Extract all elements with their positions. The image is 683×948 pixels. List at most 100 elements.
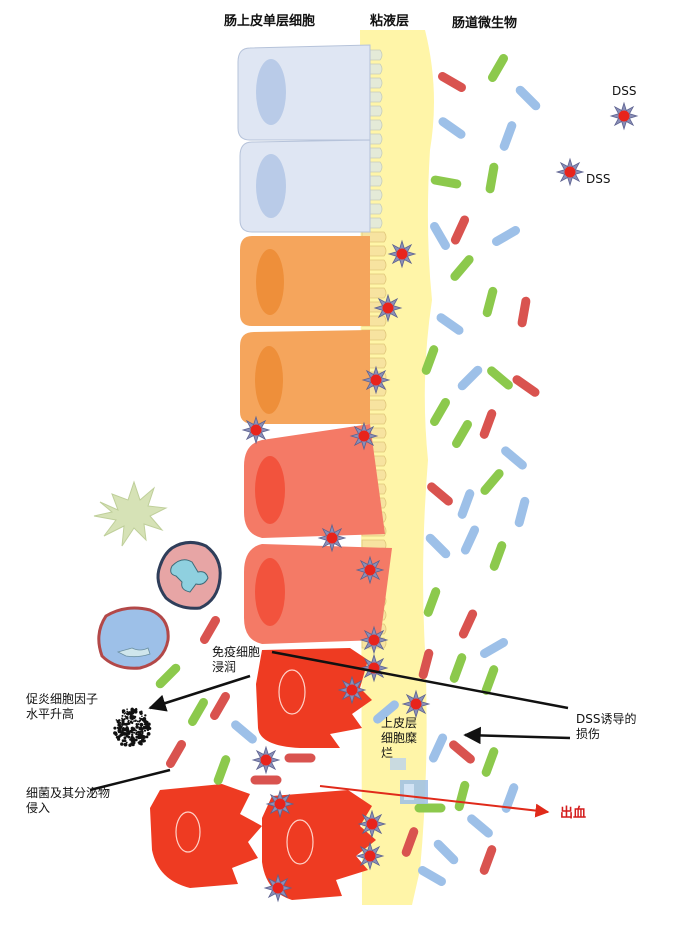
cytokine-dot — [127, 719, 130, 722]
cytokine-dot — [125, 728, 130, 732]
cytokine-dot — [141, 715, 143, 717]
cytokine-dot — [144, 714, 147, 717]
immune-pointer-line — [271, 650, 569, 710]
cytokine-dot — [138, 726, 143, 730]
cytokine-dot — [143, 719, 147, 724]
cytokine-dot — [126, 727, 129, 730]
dss-molecule — [355, 841, 385, 871]
erosion-patch — [390, 758, 428, 804]
bacterium — [433, 839, 459, 865]
bacterium — [487, 366, 513, 390]
cytokine-dot — [121, 739, 125, 743]
cytokine-dot — [117, 737, 121, 741]
bacterium — [501, 783, 519, 813]
cytokine-dot — [126, 710, 129, 713]
bacterium — [449, 740, 475, 764]
bacterium — [499, 121, 517, 151]
cytokine-dot — [126, 712, 130, 716]
bacterium — [449, 653, 467, 683]
cytokine-dot — [114, 732, 118, 737]
cytokine-dot — [123, 732, 126, 736]
cytokine-dot — [139, 722, 144, 727]
cytokine-dot — [129, 730, 132, 732]
cytokine-dot — [130, 737, 134, 741]
cytokine-dot — [121, 717, 123, 720]
bacterium — [430, 222, 450, 250]
dendritic-cell — [93, 480, 168, 547]
bacterium — [458, 609, 478, 639]
damaged-cell-3 — [262, 790, 376, 900]
dss-damage-label: DSS诱导的 损伤 — [576, 712, 637, 741]
cytokine-dot — [114, 731, 117, 734]
bleeding-arrow — [319, 785, 550, 818]
bacterium — [427, 482, 453, 506]
cytokine-dot — [129, 716, 132, 718]
bacterium — [481, 747, 499, 777]
cytokine-dot — [131, 726, 134, 729]
cytokine-dot — [135, 729, 138, 732]
damaged-cell-2 — [150, 784, 262, 888]
bacterium — [231, 720, 257, 744]
bacterium — [480, 469, 504, 495]
cytokine-dot — [126, 708, 128, 710]
cytokine-dot — [143, 729, 147, 732]
dss-label-2: DSS — [586, 172, 611, 186]
inflamed-cell-2 — [244, 544, 392, 644]
damage-arrow — [463, 726, 571, 745]
cytokine-dot — [133, 731, 136, 734]
neutrophil-cell — [97, 606, 170, 670]
bleeding-label: 出血 — [560, 806, 587, 821]
dss-label-1: DSS — [612, 84, 637, 98]
cytokine-dot — [115, 719, 118, 721]
cytokine-dot — [145, 727, 148, 730]
bacterium — [457, 489, 475, 519]
cytokine-dot — [127, 735, 131, 739]
microbiota-header: 肠道微生物 — [452, 16, 518, 31]
cytokine-dot — [123, 736, 127, 740]
cytokine-dot — [141, 739, 145, 743]
cytokine-dot — [137, 723, 140, 726]
cytokine-dot — [136, 720, 139, 723]
bacterium — [373, 700, 399, 724]
bacterium — [213, 755, 231, 785]
mild-cell-1 — [240, 236, 370, 326]
bacterium — [488, 54, 508, 82]
bacterium — [423, 587, 441, 617]
bacteria-invasion-label: 细菌及其分泌物 侵入 — [26, 786, 111, 815]
dss-molecule — [241, 415, 271, 445]
bacterium — [514, 496, 530, 528]
cytokine-dot — [138, 717, 141, 719]
cytokine-dot — [131, 721, 134, 725]
cytokine-dot — [125, 713, 128, 715]
dss-molecule — [555, 157, 585, 187]
cytokine-dot — [120, 742, 124, 746]
bacterium — [430, 175, 462, 189]
bacterium — [481, 665, 499, 695]
macrophage-cell — [156, 541, 222, 610]
bacterium — [492, 226, 520, 246]
dss-molecule — [337, 675, 367, 705]
immune-infiltration-label: 免疫细胞 浸润 — [212, 645, 261, 674]
cytokine-dot — [137, 741, 140, 744]
dss-molecule — [361, 365, 391, 395]
dss-molecule — [263, 873, 293, 903]
cytokine-dot — [147, 723, 150, 726]
bacterium — [210, 692, 230, 720]
bacterium — [438, 72, 466, 92]
cytokine-dot — [131, 715, 134, 718]
inflamed-cell-1 — [244, 424, 385, 538]
cytokine-dot — [139, 711, 143, 715]
cytokine-dot — [135, 725, 139, 729]
cytokine-dot — [132, 741, 136, 745]
bacterium — [200, 616, 220, 644]
bacterium — [479, 845, 497, 875]
bacterium — [155, 663, 181, 689]
cytokine-dot — [121, 728, 125, 732]
cytokine-dot — [125, 716, 129, 720]
bacterium — [501, 446, 527, 470]
cytokine-dot — [135, 707, 138, 710]
cytokine-dot — [131, 731, 134, 734]
bacterium — [454, 780, 470, 812]
